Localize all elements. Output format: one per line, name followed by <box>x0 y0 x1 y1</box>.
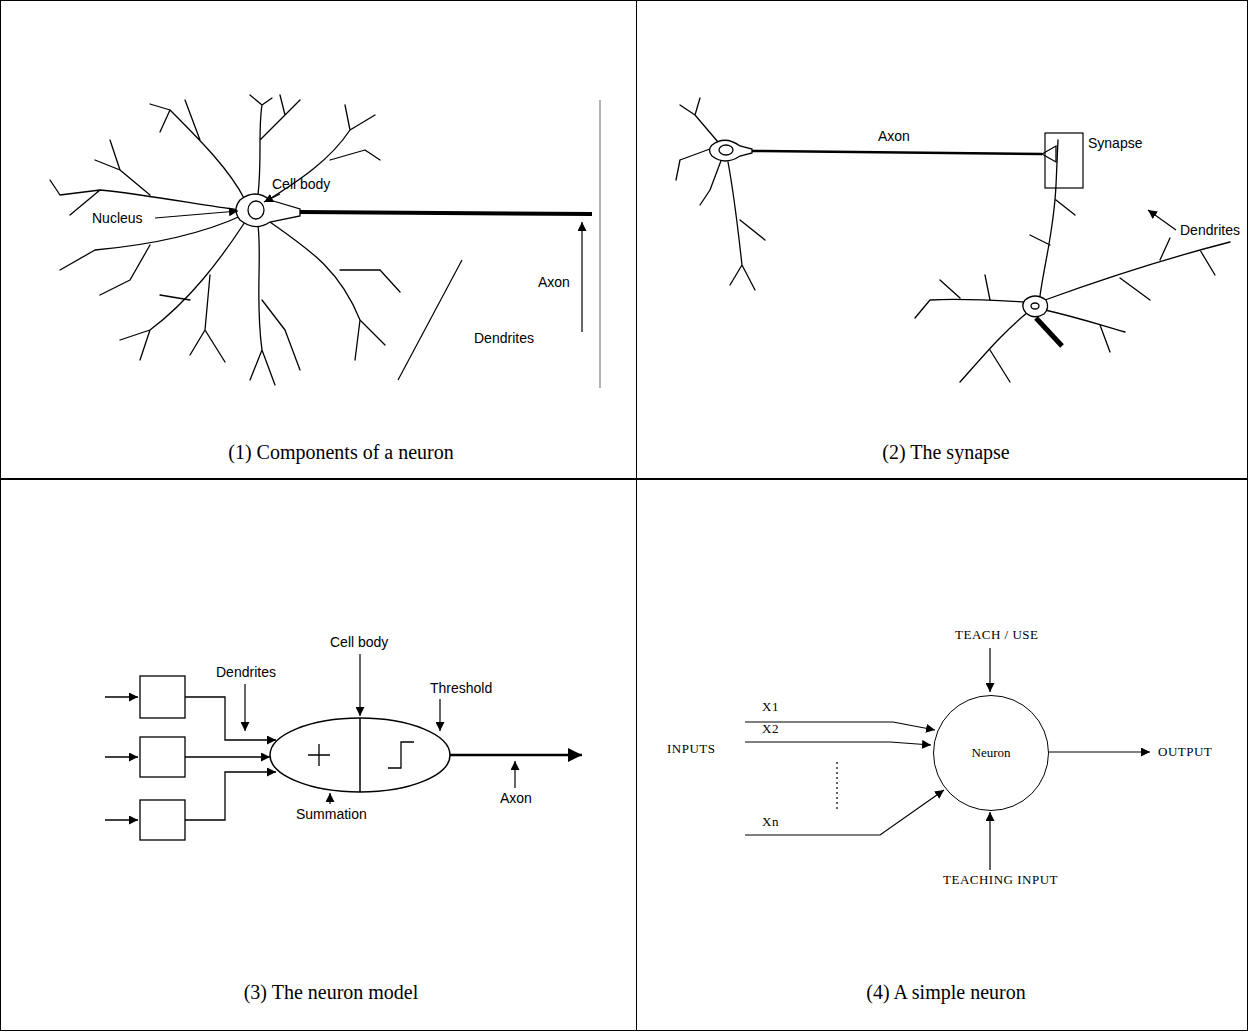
part-label: Dendrites <box>216 664 276 680</box>
leader-arrows <box>245 654 515 804</box>
axon-line <box>300 212 592 214</box>
input-lines <box>745 742 931 745</box>
dendrite-boxes <box>140 676 185 718</box>
input-wires <box>185 697 276 740</box>
neuron-cell-body <box>236 194 300 227</box>
neuron-dendrites <box>50 95 400 385</box>
neuron-dendrites <box>268 105 380 200</box>
input-wires <box>185 772 276 820</box>
synapse-box <box>1045 133 1083 188</box>
synapse-dendrites <box>676 98 1230 382</box>
neuron-dendrites <box>120 222 245 362</box>
input-wires <box>185 756 270 757</box>
synapse-cell-bodies <box>710 140 753 161</box>
part-label: OUTPUT <box>1158 745 1212 760</box>
input-wires <box>105 756 138 757</box>
leader-arrows <box>155 194 582 380</box>
part-label: Nucleus <box>92 210 143 226</box>
input-lines <box>745 648 1150 870</box>
part-label: Threshold <box>430 680 492 696</box>
input-wires <box>105 697 276 820</box>
synapse-cell-bodies <box>710 140 1048 317</box>
part-label: TEACHING INPUT <box>943 873 1058 888</box>
panel-caption: (2) The synapse <box>882 441 1009 464</box>
part-label: Cell body <box>272 176 330 192</box>
part-label: X2 <box>762 722 779 737</box>
synapse-terminal <box>1042 146 1056 162</box>
leader-arrows <box>264 194 280 202</box>
node-label: Neuron <box>972 745 1011 761</box>
cell-body-ellipse <box>270 718 450 792</box>
synapse-cell-bodies <box>719 145 733 155</box>
leader-arrow <box>1148 210 1176 230</box>
input-lines <box>836 762 837 812</box>
input-wires <box>105 819 138 820</box>
panel-caption: (3) The neuron model <box>244 981 419 1004</box>
axon-stub <box>1036 318 1062 346</box>
synapse-dendrites <box>728 162 765 290</box>
neuron-dendrites <box>50 140 240 215</box>
input-lines <box>989 812 990 870</box>
part-label: Dendrites <box>1180 222 1240 238</box>
figure-panel: (3) The neuron model <box>0 478 637 1031</box>
dendrite-boxes <box>140 800 185 840</box>
part-label: Axon <box>878 128 910 144</box>
figure-panel: (4) A simple neuron Neuron <box>636 478 1248 1031</box>
threshold-step <box>388 742 414 768</box>
leader-arrows <box>398 260 462 380</box>
neuron-dendrites <box>60 215 243 295</box>
neuron-circle: Neuron <box>933 695 1049 811</box>
summation-symbol <box>308 744 330 766</box>
axon-line <box>752 151 1042 154</box>
leader-arrows <box>359 654 360 716</box>
part-label: Axon <box>500 790 532 806</box>
neuron-cell-body <box>248 201 264 219</box>
leader-arrows <box>244 684 245 731</box>
figure-panel: (2) The synapse <box>636 0 1248 480</box>
neuron-cell-body <box>236 194 300 227</box>
input-lines <box>745 790 944 835</box>
cell-body-ellipse <box>270 718 450 792</box>
part-label: Dendrites <box>474 330 534 346</box>
leader-arrows <box>581 222 582 332</box>
input-lines <box>989 648 990 692</box>
input-wires <box>105 696 138 697</box>
cell-body-ellipse <box>359 718 361 792</box>
part-label: X1 <box>762 700 779 715</box>
leader-arrows <box>155 211 238 218</box>
part-label: Xn <box>762 815 779 830</box>
synapse-dendrites <box>915 275 1025 318</box>
part-label: Axon <box>538 274 570 290</box>
synapse-dendrites <box>1045 238 1230 300</box>
part-label: INPUTS <box>667 742 716 757</box>
figure-panel: (1) Components of a neuron <box>0 0 637 480</box>
synapse-cell-bodies <box>1031 303 1039 309</box>
part-label: Cell body <box>330 634 388 650</box>
input-lines <box>1048 751 1150 752</box>
leader-arrows <box>514 761 515 788</box>
synapse-cell-bodies <box>1023 296 1048 317</box>
neuron-dendrites <box>270 222 400 360</box>
neuron-dendrites <box>150 100 245 200</box>
dendrite-boxes <box>140 676 185 840</box>
panel-caption: (1) Components of a neuron <box>228 441 454 464</box>
synapse-dendrites <box>1045 310 1125 352</box>
synapse-dendrites <box>960 312 1028 382</box>
leader-arrows <box>329 793 330 804</box>
dendrite-boxes <box>140 737 185 777</box>
neuron-dendrites <box>250 225 300 385</box>
synapse-dendrites <box>1030 140 1075 296</box>
part-label: Summation <box>296 806 367 822</box>
image-edge <box>600 100 601 388</box>
part-label: Synapse <box>1088 135 1142 151</box>
axon-output <box>450 754 582 757</box>
panel-caption: (4) A simple neuron <box>866 981 1025 1004</box>
part-label: TEACH / USE <box>955 628 1039 643</box>
leader-arrows <box>439 699 440 731</box>
